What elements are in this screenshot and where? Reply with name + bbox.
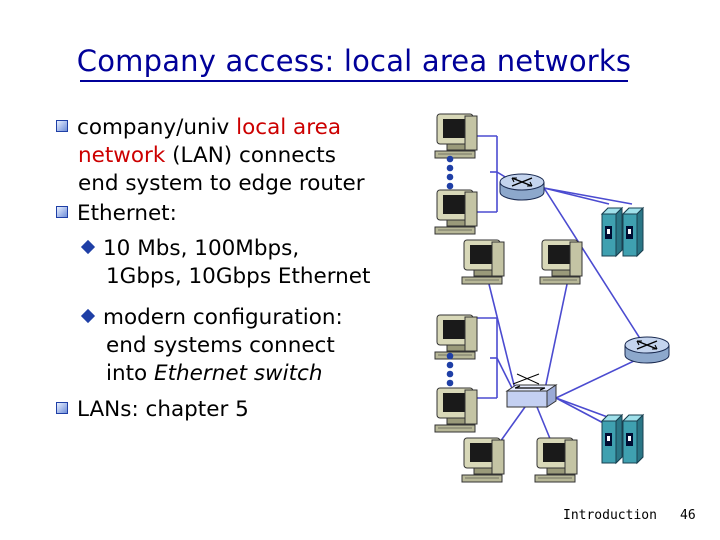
bullet-lans-chapter: LANs: chapter 5	[56, 397, 249, 423]
square-bullet-icon	[56, 206, 68, 218]
ellipsis-dots-icon	[446, 155, 454, 190]
footer-label: Introduction	[563, 508, 657, 523]
bullet-lan-rest: (LAN) connects	[165, 143, 336, 168]
sub-bullet-config-line-2: end systems connect	[106, 333, 335, 358]
network-diagram	[434, 113, 670, 483]
bullet-lan-highlight: local area	[236, 115, 342, 140]
bullet-lan-prefix: company/univ	[77, 115, 237, 140]
slide-title: Company access: local area networks	[76, 44, 632, 78]
server-tower-icon	[622, 207, 644, 257]
desktop-computer-icon	[434, 113, 478, 159]
bullet-lan-line-2: network (LAN) connects	[78, 143, 336, 169]
bullet-lan-line-3: end system to edge router	[78, 171, 365, 196]
desktop-computer-icon	[434, 189, 478, 235]
server-tower-icon	[601, 414, 623, 464]
server-tower-icon	[601, 207, 623, 257]
sub-bullet-config-line-3: into Ethernet switch	[106, 361, 323, 387]
desktop-computer-icon	[434, 387, 478, 433]
square-bullet-icon	[56, 120, 68, 132]
title-underline	[80, 80, 628, 82]
desktop-computer-icon	[461, 239, 505, 285]
diamond-bullet-icon	[80, 239, 96, 255]
bullet-list: company/univ local area network (LAN) co…	[0, 0, 400, 470]
bullet-lans-text: LANs: chapter 5	[77, 397, 249, 422]
sub-bullet-speeds-line-2: 1Gbps, 10Gbps Ethernet	[106, 264, 371, 289]
bullet-ethernet-text: Ethernet:	[77, 201, 177, 226]
sub-bullet-speeds-line-1: 10 Mbs, 100Mbps,	[80, 236, 300, 262]
server-tower-icon	[622, 414, 644, 464]
network-links	[473, 135, 649, 464]
desktop-computer-icon	[461, 437, 505, 483]
bullet-lan-line-1: company/univ local area	[56, 115, 341, 141]
bullet-ethernet: Ethernet:	[56, 201, 177, 227]
sub-bullet-config-line-1: modern configuration:	[80, 305, 343, 331]
ethernet-switch-icon	[505, 373, 558, 408]
ellipsis-dots-icon	[446, 352, 454, 387]
desktop-computer-icon	[434, 314, 478, 360]
router-icon	[624, 336, 670, 364]
sub-bullet-config-italic: Ethernet switch	[154, 361, 323, 386]
page-number: 46	[680, 508, 696, 523]
sub-bullet-config-prefix: into	[106, 361, 155, 386]
square-bullet-icon	[56, 402, 68, 414]
desktop-computer-icon	[534, 437, 578, 483]
bullet-lan-highlight-2: network	[78, 143, 166, 168]
sub-bullet-config-text: modern configuration:	[103, 305, 343, 330]
router-icon	[499, 173, 545, 201]
diamond-bullet-icon	[80, 308, 96, 324]
desktop-computer-icon	[539, 239, 583, 285]
sub-bullet-speeds-text: 10 Mbs, 100Mbps,	[103, 236, 300, 261]
